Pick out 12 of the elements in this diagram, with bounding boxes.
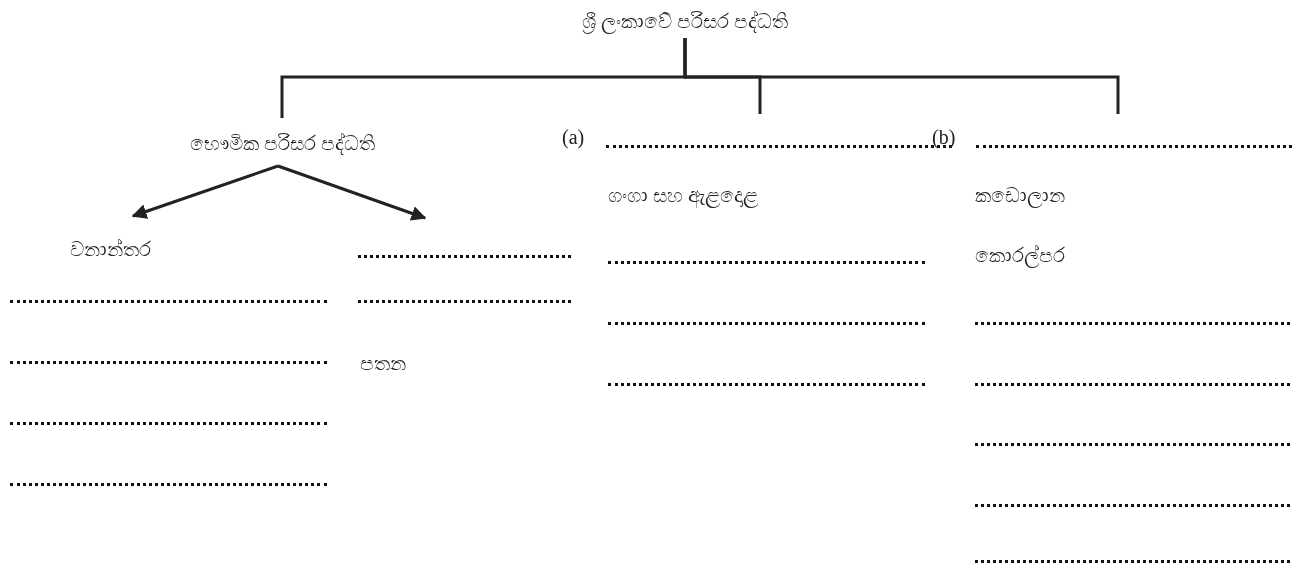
list-item-text: ගංගා සහ ඇළදොළ bbox=[608, 183, 758, 208]
connector-line bbox=[683, 38, 1120, 114]
arrow bbox=[131, 164, 279, 219]
category-label: භෞමික පරිසර පද්ධති bbox=[132, 130, 432, 156]
option-label: (a) bbox=[562, 125, 585, 150]
arrow bbox=[277, 164, 427, 221]
list-item-text: පතන bbox=[360, 351, 406, 376]
list-item-text: කඩොලාන bbox=[975, 183, 1065, 208]
list-item-text: කොරල්පර bbox=[975, 243, 1065, 268]
option-label: (b) bbox=[932, 125, 956, 150]
category-label: වනාන්තර bbox=[70, 236, 190, 262]
heading: ශ්‍රී ලංකාවේ පරිසර පද්ධති bbox=[535, 8, 835, 34]
